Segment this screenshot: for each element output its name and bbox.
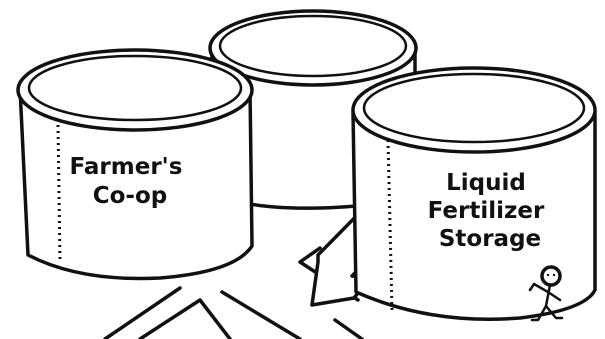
- tank-farmers-coop: Farmer's Co-op: [18, 50, 252, 279]
- tank-label-liquid-fertilizer: Liquid Fertilizer Storage: [428, 170, 553, 252]
- tank-label-line: Farmer's: [70, 154, 183, 180]
- tank-label-line: Storage: [439, 226, 541, 252]
- tank-label-line: Liquid: [446, 170, 526, 196]
- tank-label-line: Co-op: [93, 183, 168, 209]
- tank-label-line: Fertilizer: [428, 198, 545, 224]
